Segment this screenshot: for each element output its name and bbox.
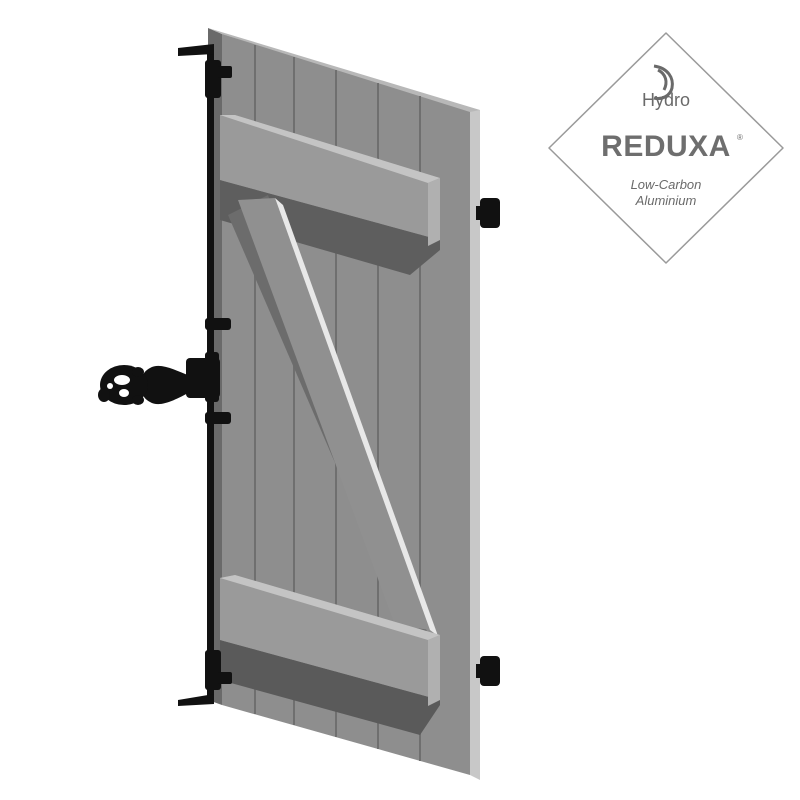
- diagonal-brace: [238, 198, 430, 630]
- hydro-reduxa-badge: Hydro REDUXA ® Low-Carbon Aluminium: [546, 30, 786, 266]
- shutter-hook-icon: [98, 352, 220, 405]
- diagonal-brace-edge: [275, 198, 438, 636]
- bottom-ledge-top: [220, 575, 440, 640]
- top-ledge-top: [220, 115, 440, 183]
- bottom-ledge-shadow: [220, 640, 440, 735]
- registered-mark: ®: [737, 133, 743, 142]
- hydro-logo-icon: [653, 64, 674, 100]
- strap-fixings: [205, 318, 231, 424]
- bottom-ledge: [220, 575, 440, 700]
- gudgeon-pin-icon: [476, 656, 500, 686]
- badge-subtitle-line2: Aluminium: [635, 193, 697, 208]
- gudgeon-pin-icon: [476, 198, 500, 228]
- top-ledge: [220, 115, 440, 240]
- badge-subtitle-line1: Low-Carbon: [630, 177, 702, 192]
- top-ledge-end: [428, 178, 440, 246]
- badge-brand: Hydro: [641, 90, 690, 110]
- shutter-right-edge: [470, 110, 480, 780]
- hinge-icon: [178, 44, 232, 98]
- bottom-ledge-end: [428, 635, 440, 706]
- badge-subtitle: Low-Carbon Aluminium: [546, 177, 786, 209]
- badge-product: REDUXA: [601, 130, 731, 163]
- hook-cutouts: [107, 375, 130, 397]
- hinge-icon: [178, 650, 232, 706]
- badge-diamond: [548, 32, 784, 264]
